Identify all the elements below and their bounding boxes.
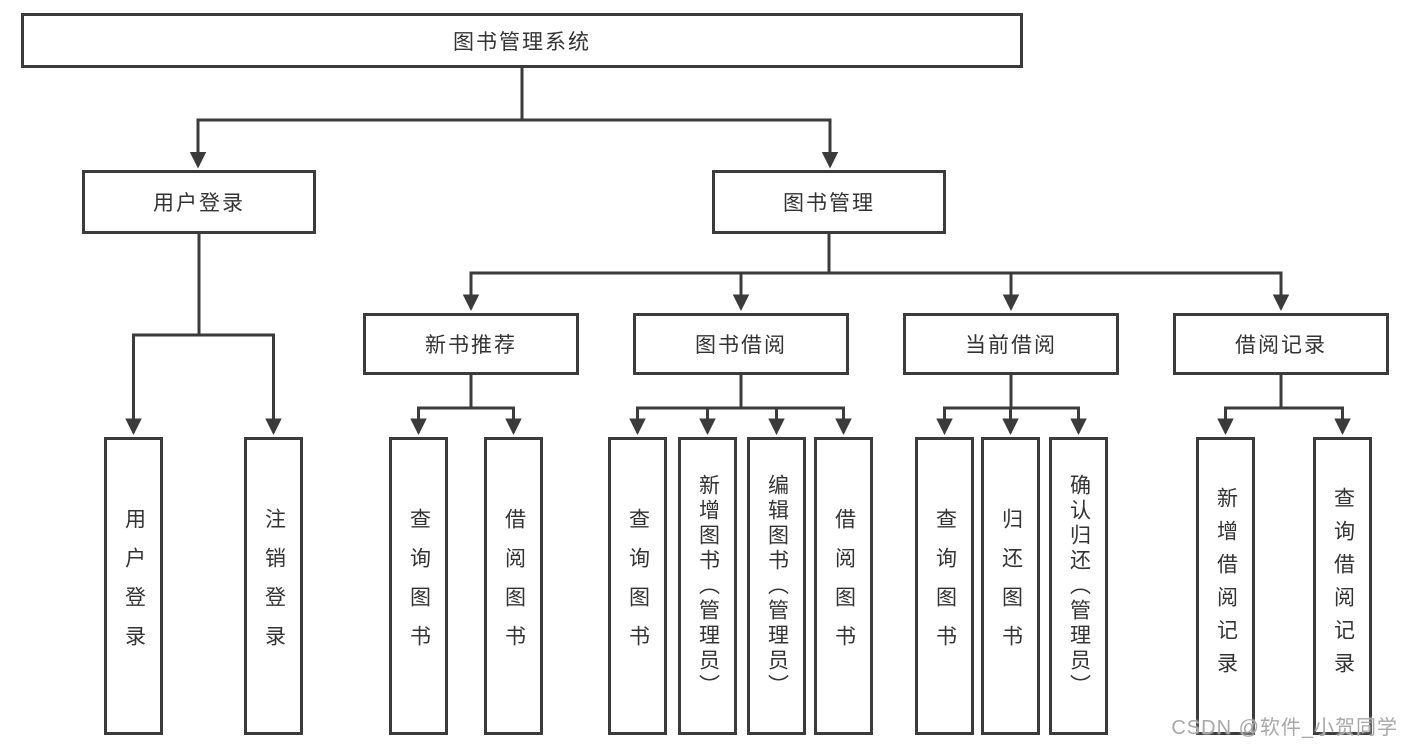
leaf-query-borrow-record-label: 查询借阅记录	[1331, 487, 1355, 685]
csdn-watermark: CSDN @软件_小贺同学	[1171, 717, 1398, 739]
leaf-borrow-book-1-label: 借阅图书	[502, 508, 526, 664]
node-book-management-label: 图书管理	[783, 192, 875, 215]
leaf-add-book-admin: 新增图书（管理员）	[678, 437, 737, 735]
leaf-add-borrow-record: 新增借阅记录	[1196, 437, 1255, 735]
node-borrow-record-label: 借阅记录	[1235, 334, 1327, 357]
node-book-borrow-label: 图书借阅	[695, 334, 787, 357]
leaf-add-borrow-record-label: 新增借阅记录	[1214, 487, 1238, 685]
node-current-borrow: 当前借阅	[903, 313, 1119, 375]
leaf-query-book-2-label: 查询图书	[626, 508, 650, 664]
node-user-login: 用户登录	[82, 170, 316, 234]
leaf-confirm-return-admin-label: 确认归还（管理员）	[1067, 473, 1091, 699]
leaf-user-login: 用户登录	[104, 437, 163, 735]
leaf-query-book-3-label: 查询图书	[933, 508, 957, 664]
node-book-management: 图书管理	[712, 170, 946, 234]
leaf-logout: 注销登录	[244, 437, 303, 735]
leaf-user-login-label: 用户登录	[122, 508, 146, 664]
node-new-book-recommend-label: 新书推荐	[425, 334, 517, 357]
leaf-query-book-1: 查询图书	[389, 437, 448, 735]
leaf-borrow-book-1: 借阅图书	[484, 437, 543, 735]
leaf-confirm-return-admin: 确认归还（管理员）	[1049, 437, 1108, 735]
leaf-query-book-3: 查询图书	[915, 437, 974, 735]
leaf-query-borrow-record: 查询借阅记录	[1313, 437, 1372, 735]
node-borrow-record: 借阅记录	[1173, 313, 1389, 375]
leaf-query-book-2: 查询图书	[608, 437, 667, 735]
leaf-return-book: 归还图书	[981, 437, 1040, 735]
leaf-edit-book-admin: 编辑图书（管理员）	[747, 437, 806, 735]
leaf-add-book-admin-label: 新增图书（管理员）	[696, 473, 720, 699]
node-current-borrow-label: 当前借阅	[965, 334, 1057, 357]
leaf-borrow-book-2: 借阅图书	[814, 437, 873, 735]
leaf-logout-label: 注销登录	[262, 508, 286, 664]
node-book-borrow: 图书借阅	[633, 313, 849, 375]
node-new-book-recommend: 新书推荐	[363, 313, 579, 375]
leaf-query-book-1-label: 查询图书	[407, 508, 431, 664]
node-user-login-label: 用户登录	[153, 192, 245, 215]
node-library-system: 图书管理系统	[21, 13, 1023, 68]
leaf-borrow-book-2-label: 借阅图书	[832, 508, 856, 664]
node-library-system-label: 图书管理系统	[453, 30, 591, 54]
leaf-edit-book-admin-label: 编辑图书（管理员）	[765, 473, 789, 699]
leaf-return-book-label: 归还图书	[999, 508, 1023, 664]
